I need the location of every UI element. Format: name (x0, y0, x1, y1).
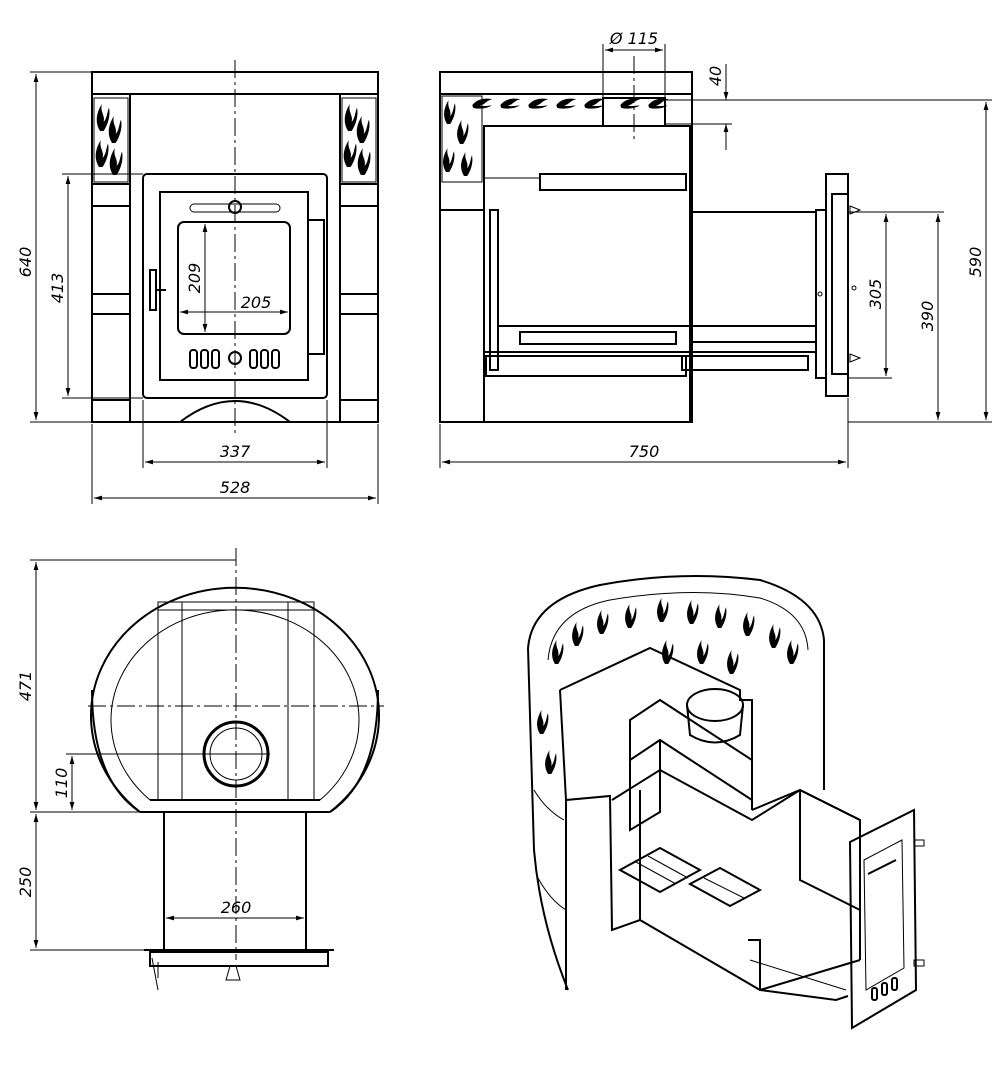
door-handle-icon (149, 269, 166, 311)
dim-glass-height: 209 (185, 263, 204, 294)
dim-door-height: 413 (48, 273, 67, 304)
iso-grate (617, 846, 763, 908)
dim-top-chimney-offset: 110 (52, 768, 71, 799)
dim-top-diameter: 471 (16, 671, 35, 702)
dim-chimney-diameter: Ø 115 (609, 29, 658, 48)
iso-flames (537, 598, 799, 774)
dim-total-depth: 750 (629, 442, 660, 461)
iso-front-door (848, 808, 918, 1030)
dim-firebox-height: 390 (918, 301, 937, 332)
flame-panel-right (341, 97, 377, 183)
top-dimensions: 471 110 250 260 (16, 559, 304, 951)
isometric-cutaway-view (527, 575, 925, 1030)
dim-tunnel-width: 260 (221, 898, 252, 917)
dim-total-width: 528 (220, 478, 251, 497)
dim-tunnel-length: 250 (16, 867, 35, 898)
column-bands (91, 183, 379, 423)
front-dimensions: 640 413 209 205 337 528 (16, 71, 379, 504)
side-view: Ø 115 40 590 305 390 750 (439, 29, 992, 468)
dim-chimney-offset: 40 (706, 66, 725, 86)
door-glass (177, 221, 291, 335)
dim-total-height: 640 (16, 247, 35, 278)
dim-firebox-opening: 305 (866, 279, 885, 310)
dim-chimney-height: 590 (966, 247, 985, 278)
side-dimensions: Ø 115 40 590 305 390 750 (439, 29, 992, 468)
dim-door-width: 337 (220, 442, 251, 461)
door-frame (142, 173, 328, 399)
top-view: 471 110 250 260 (16, 548, 384, 991)
front-view: 640 413 209 205 337 528 (16, 60, 379, 504)
flame-panel-left (93, 97, 129, 183)
ash-vent-slots (189, 349, 280, 369)
iso-vent-slots (871, 977, 898, 1001)
dim-glass-width: 205 (241, 293, 272, 312)
